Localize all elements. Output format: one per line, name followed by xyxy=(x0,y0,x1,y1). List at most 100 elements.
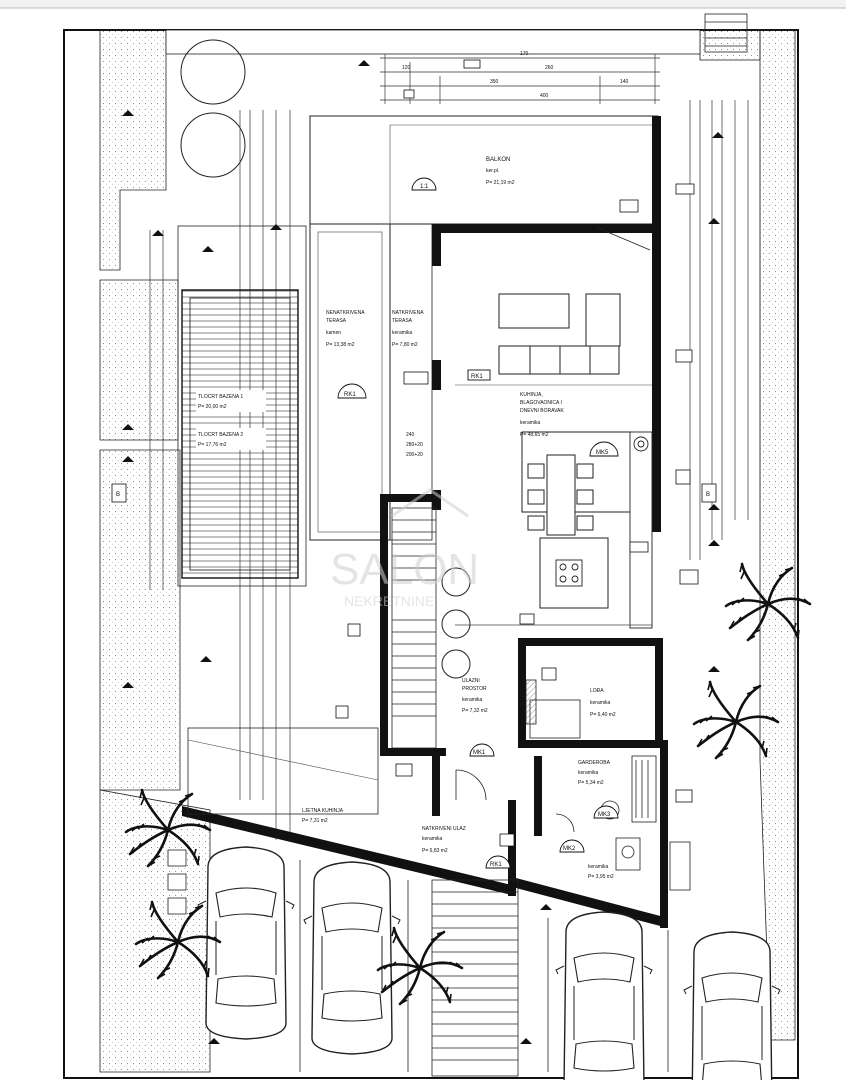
label-ulazni-prostor: ULAZNI PROSTOR keramika P= 7,32 m2 xyxy=(462,678,488,714)
room-area: P= 7,80 m2 xyxy=(392,342,418,348)
room-floor: keramika xyxy=(578,770,599,776)
balcony-outline xyxy=(309,115,659,225)
room-name: KUHINJA, xyxy=(520,392,543,398)
landscape-left-3 xyxy=(99,449,181,791)
dimension-label: 170 xyxy=(520,51,529,57)
room-floor: keramika xyxy=(590,700,611,706)
landscape-top-mid xyxy=(165,29,701,55)
dimension-label: 350 xyxy=(490,79,499,85)
dimension-label: 400 xyxy=(540,93,549,99)
label-garderoba: GARDEROBA keramika P= 5,34 m2 xyxy=(578,760,611,786)
bar-stools xyxy=(441,567,471,679)
room-name: TERASA xyxy=(326,318,347,324)
sofa xyxy=(498,293,621,375)
label-loda: LOĐA keramika P= 6,40 m2 xyxy=(590,688,616,718)
callout-boxes xyxy=(335,59,699,847)
section-tag: 1:1 xyxy=(420,184,429,190)
room-name: BLAGOVAONICA I xyxy=(520,400,562,406)
landscape-bottom xyxy=(99,789,211,1073)
room-area: P= 3,95 m2 xyxy=(588,874,614,880)
wc-fixtures xyxy=(615,837,691,891)
house-walls xyxy=(380,116,668,928)
dimension-label: 120 xyxy=(402,65,411,71)
label-natkrivena-terasa: NATKRIVENA TERASA keramika P= 7,80 m2 xyxy=(392,310,424,348)
summer-kitchen xyxy=(187,727,379,815)
dimension-lines-right xyxy=(689,100,761,560)
room-area: P= 6,40 m2 xyxy=(590,712,616,718)
cooktop xyxy=(555,559,583,587)
car-icon xyxy=(555,911,653,1080)
section-tag: RK1 xyxy=(490,862,502,868)
watermark: SALON NEKRETNINE xyxy=(330,488,479,609)
landscape-right xyxy=(759,29,796,1041)
label-ljetna-kuhinja: LJETNA KUHINJA P= 7,31 m2 xyxy=(302,808,344,824)
exterior-stair xyxy=(704,13,748,53)
level-markers xyxy=(122,60,724,1044)
grid-marker-label: B xyxy=(116,492,120,498)
landscape-top-right xyxy=(699,29,761,61)
dimension-label: 140 xyxy=(620,79,629,85)
label-natkriveni-ulaz: NATKRIVENI ULAZ keramika P= 6,83 m2 xyxy=(422,826,466,854)
shrub-circle xyxy=(180,112,246,178)
section-tag: RK1 xyxy=(471,374,483,380)
room-floor: kamen xyxy=(326,330,341,336)
watermark-subtext: NEKRETNINE xyxy=(344,593,434,609)
entrance-steps xyxy=(431,879,519,1077)
uncovered-terrace xyxy=(309,223,391,541)
parking-stalls xyxy=(299,860,669,1072)
car-icon xyxy=(683,931,781,1080)
dimension-label: 260 xyxy=(545,65,554,71)
room-name: TERASA xyxy=(392,318,413,324)
watermark-text: SALON xyxy=(330,545,479,594)
room-floor: ker.pl. xyxy=(486,168,499,174)
room-area: P= 5,34 m2 xyxy=(578,780,604,786)
room-area: P= 13,38 m2 xyxy=(326,342,355,348)
label-wc: keramika P= 3,95 m2 xyxy=(588,864,614,880)
room-name: NATKRIVENA xyxy=(392,310,424,316)
section-tag: MK3 xyxy=(598,812,611,818)
top-strip xyxy=(0,0,846,8)
section-tag: MK2 xyxy=(563,846,576,852)
kitchen-counter xyxy=(629,431,653,629)
section-tag: MK5 xyxy=(596,450,609,456)
stepping-stones xyxy=(167,849,187,915)
pool-label: TLOCRT BAZENA 1 xyxy=(198,394,243,400)
section-tag: MK1 xyxy=(473,750,486,756)
car-icon xyxy=(197,846,295,1040)
dimension-label: 280+20 xyxy=(406,442,423,448)
room-floor: keramika xyxy=(462,697,483,703)
shrub-circle xyxy=(180,39,246,105)
room-floor: keramika xyxy=(392,330,413,336)
room-name: PROSTOR xyxy=(462,686,487,692)
section-tags xyxy=(337,177,619,869)
room-name: NATKRIVENI ULAZ xyxy=(422,826,466,832)
pool-area: P= 20,00 m2 xyxy=(198,404,227,410)
room-name: ULAZNI xyxy=(462,678,480,684)
dining-table xyxy=(521,431,633,609)
landscape-left-2 xyxy=(99,279,179,441)
loda-furniture xyxy=(525,679,581,739)
wardrobe xyxy=(600,755,657,823)
room-name: DNEVNI BORAVAK xyxy=(520,408,564,414)
room-name: LOĐA xyxy=(590,688,604,694)
label-balkon: BALKON ker.pl. P= 21,19 m2 xyxy=(486,157,515,186)
room-floor: keramika xyxy=(588,864,609,870)
diagonal-wall xyxy=(182,806,516,896)
pool-area: P= 17,76 m2 xyxy=(198,442,227,448)
label-kuhinja: KUHINJA, BLAGOVAONICA I DNEVNI BORAVAK k… xyxy=(520,392,564,438)
car-icon xyxy=(303,861,401,1055)
doors xyxy=(455,227,651,833)
room-area: P= 6,83 m2 xyxy=(422,848,448,854)
room-area: P= 48,65 m2 xyxy=(520,432,549,438)
room-name: BALKON xyxy=(486,157,510,163)
pool-label: TLOCRT BAZENA 2 xyxy=(198,432,243,438)
room-name: NENATKRIVENA xyxy=(326,310,365,316)
room-name: LJETNA KUHINJA xyxy=(302,808,344,814)
room-floor: keramika xyxy=(422,836,443,842)
dimension-label: 200+20 xyxy=(406,452,423,458)
grid-marker-label: B xyxy=(706,492,710,498)
dimension-lines-top xyxy=(380,54,660,104)
room-floor: keramika xyxy=(520,420,541,426)
room-name: GARDEROBA xyxy=(578,760,611,766)
